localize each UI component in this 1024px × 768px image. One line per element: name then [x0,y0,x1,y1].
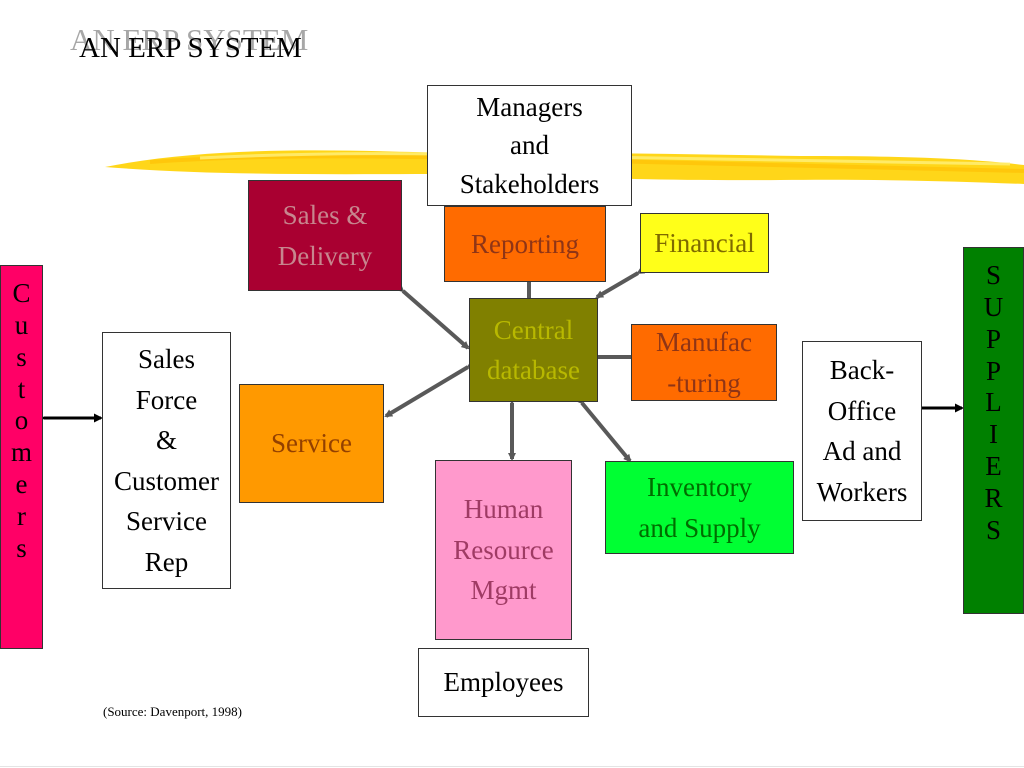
connector-service-database [384,360,476,418]
connector-financial-database [595,266,646,299]
sales-delivery-box: Sales & Delivery [248,180,402,291]
inventory-supply-box: Inventory and Supply [605,461,794,554]
back-office-box: Back- Office Ad and Workers [802,341,922,521]
bottom-divider [0,766,1024,767]
title-shadow: AN ERP SYSTEM [70,22,309,57]
central-database-box: Central database [469,298,598,402]
connector-inventory-database [575,395,632,463]
connector-sales-delivery-database [395,284,470,350]
employees-box: Employees [418,648,589,717]
manufacturing-box: Manufac -turing [631,324,777,401]
human-resource-box: Human Resource Mgmt [435,460,572,640]
reporting-box: Reporting [444,206,606,282]
suppliers-box: S U P P L I E R S [963,247,1024,614]
managers-stakeholders-box: Managers and Stakeholders [427,85,632,206]
customers-box: C u s t o m e r s [0,265,43,649]
service-box: Service [239,384,384,503]
page-title: AN ERP SYSTEM [79,32,302,64]
sales-force-box: Sales Force & Customer Service Rep [102,332,231,589]
financial-box: Financial [640,213,769,273]
source-citation: (Source: Davenport, 1998) [103,704,242,719]
